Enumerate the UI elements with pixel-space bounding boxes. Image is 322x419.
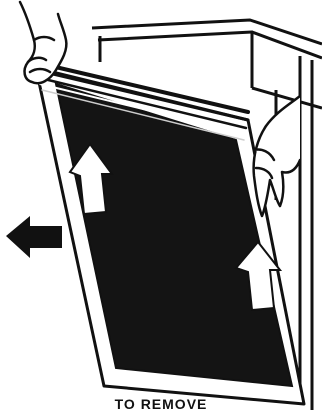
oven-door: [34, 66, 306, 406]
arrow-up-icon: [234, 240, 283, 312]
door-top-rail: [32, 60, 250, 141]
door-glass: [54, 82, 294, 388]
arrow-up-icon: [68, 142, 114, 216]
caption-to-remove: TO REMOVE: [114, 396, 208, 412]
arrow-left-icon: [6, 216, 62, 258]
right-hand: [252, 94, 302, 218]
left-hand: [18, 0, 68, 85]
